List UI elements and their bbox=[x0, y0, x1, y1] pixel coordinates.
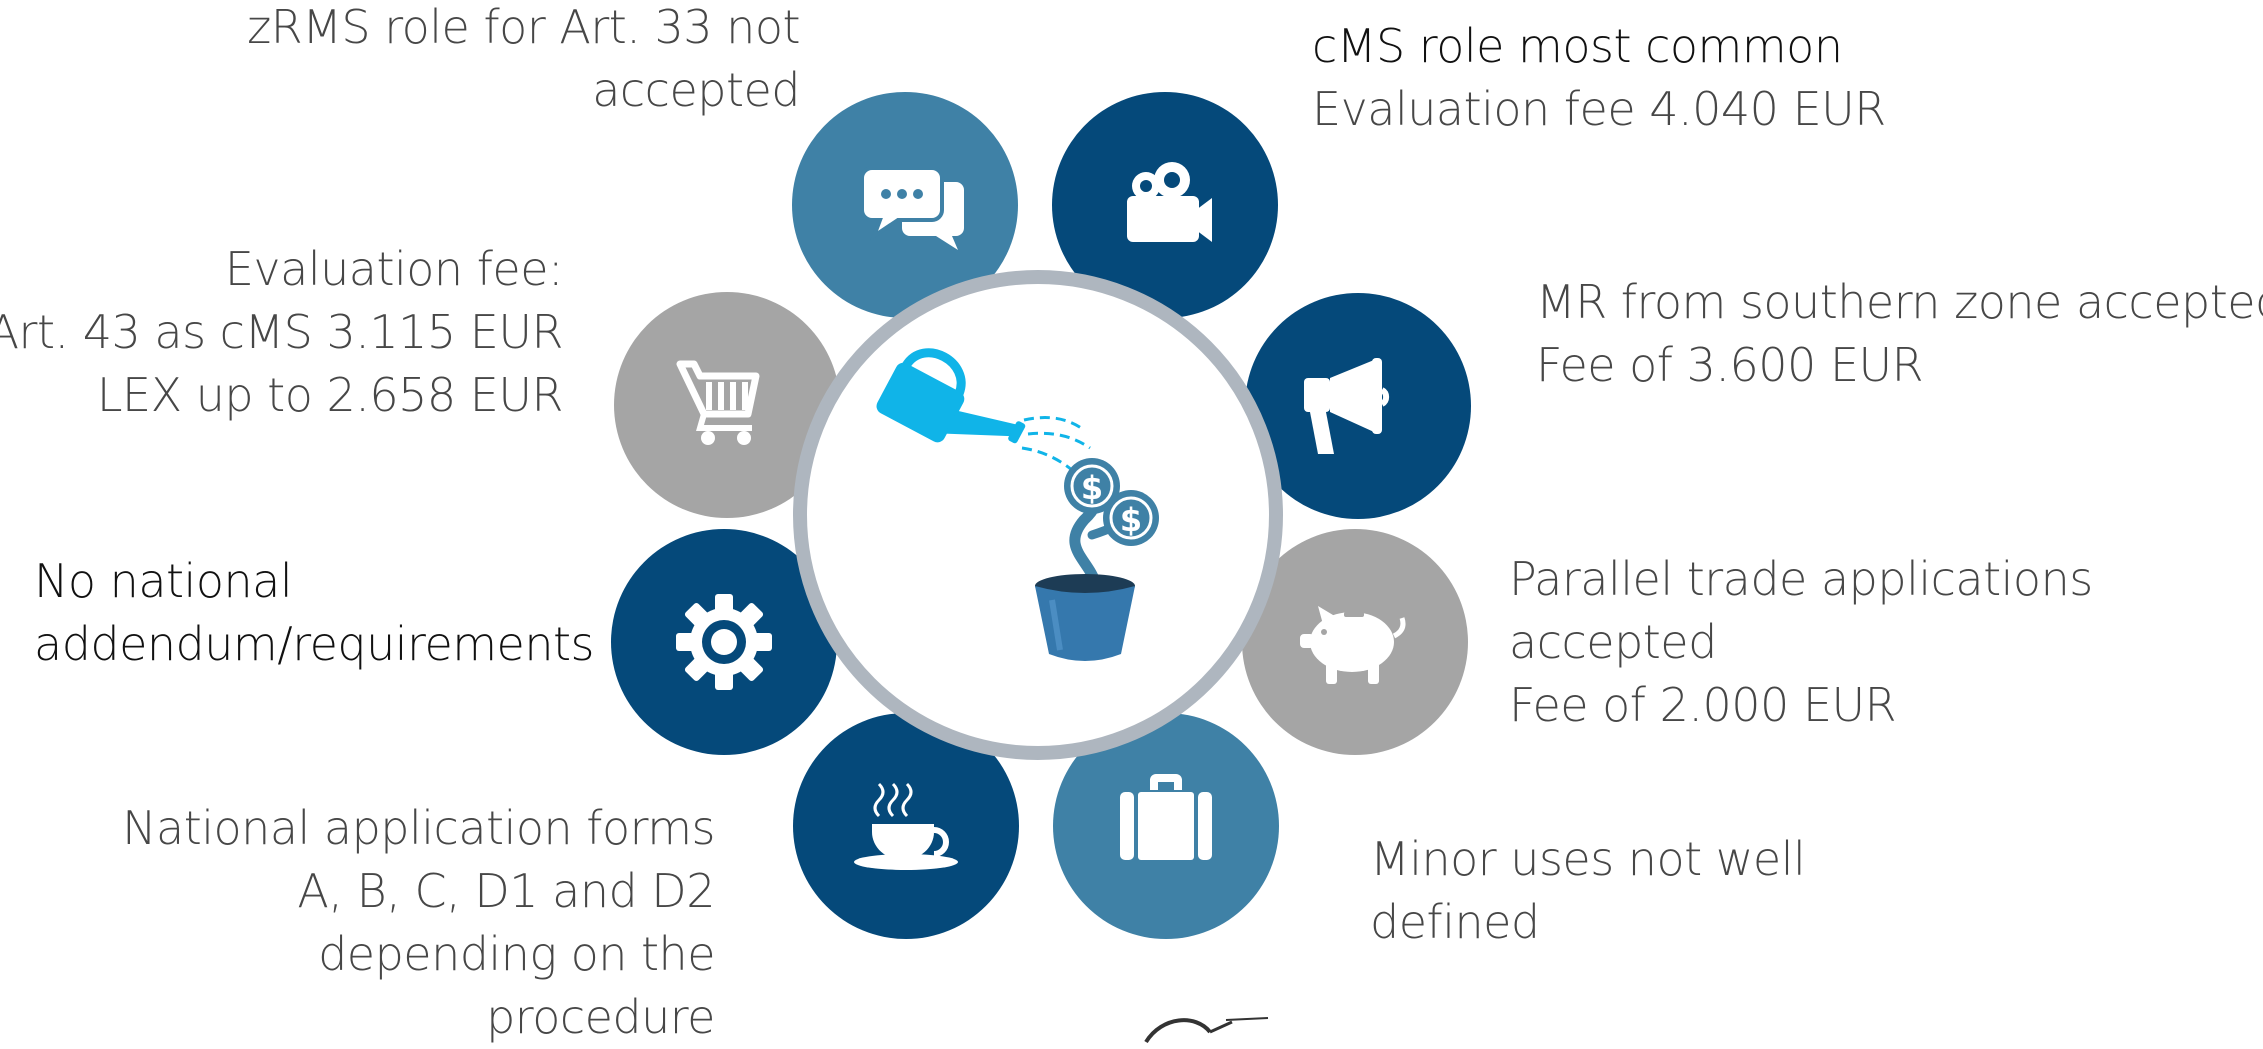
label-line: Parallel trade applications bbox=[1509, 552, 2093, 606]
chat-bubbles-icon bbox=[860, 166, 964, 250]
label-line: Minor uses not well bbox=[1370, 832, 1806, 886]
label-line: addendum/requirements bbox=[34, 617, 595, 671]
label-line: defined bbox=[1370, 895, 1540, 949]
label-line: cMS role most common bbox=[1312, 19, 1843, 73]
label-line: National application forms bbox=[122, 801, 715, 855]
video-camera-icon bbox=[1127, 162, 1212, 242]
suitcase-icon bbox=[1120, 774, 1212, 860]
label-line: procedure bbox=[486, 990, 715, 1044]
label-minor-uses: Minor uses not well defined bbox=[1370, 828, 1806, 954]
shopping-cart-icon bbox=[676, 360, 760, 445]
label-line: depending on the bbox=[318, 927, 715, 981]
label-line: Evaluation fee 4.040 EUR bbox=[1312, 82, 1886, 136]
label-line: MR from southern zone accepted bbox=[1536, 275, 2263, 329]
label-cms-role: cMS role most common Evaluation fee 4.04… bbox=[1312, 15, 1886, 141]
label-national-addendum: No national addendum/requirements bbox=[34, 550, 595, 676]
center-ring bbox=[793, 270, 1283, 760]
node-cart bbox=[614, 292, 840, 518]
label-line: accepted bbox=[592, 63, 800, 117]
svg-text:$: $ bbox=[1120, 501, 1142, 539]
label-evaluation-fee: Evaluation fee: Art. 43 as cMS 3.115 EUR… bbox=[0, 238, 564, 427]
watering-can-money-plant-icon: $ $ bbox=[876, 348, 1159, 661]
label-line: Fee of 2.000 EUR bbox=[1509, 678, 1897, 732]
label-zrms-role: zRMS role for Art. 33 not accepted bbox=[247, 0, 800, 122]
label-line: No national bbox=[34, 554, 293, 608]
gear-icon bbox=[676, 594, 772, 690]
label-line: A, B, C, D1 and D2 bbox=[297, 864, 715, 918]
label-line: accepted bbox=[1509, 615, 1717, 669]
label-line: Fee of 3.600 EUR bbox=[1536, 338, 1924, 392]
label-line: Evaluation fee: bbox=[224, 242, 564, 296]
label-line: Art. 43 as cMS 3.115 EUR bbox=[0, 305, 564, 359]
svg-text:$: $ bbox=[1081, 469, 1103, 507]
coffee-cup-icon bbox=[854, 782, 958, 870]
megaphone-icon bbox=[1304, 358, 1390, 454]
label-line: zRMS role for Art. 33 not bbox=[247, 0, 800, 54]
piggy-bank-icon bbox=[1300, 606, 1406, 684]
label-line: LEX up to 2.658 EUR bbox=[96, 368, 564, 422]
logo-fragment bbox=[1144, 1017, 1269, 1044]
label-parallel-trade: Parallel trade applications accepted Fee… bbox=[1509, 548, 2093, 737]
label-mr-southern-zone: MR from southern zone accepted Fee of 3.… bbox=[1536, 271, 2263, 397]
label-national-forms: National application forms A, B, C, D1 a… bbox=[122, 797, 715, 1049]
